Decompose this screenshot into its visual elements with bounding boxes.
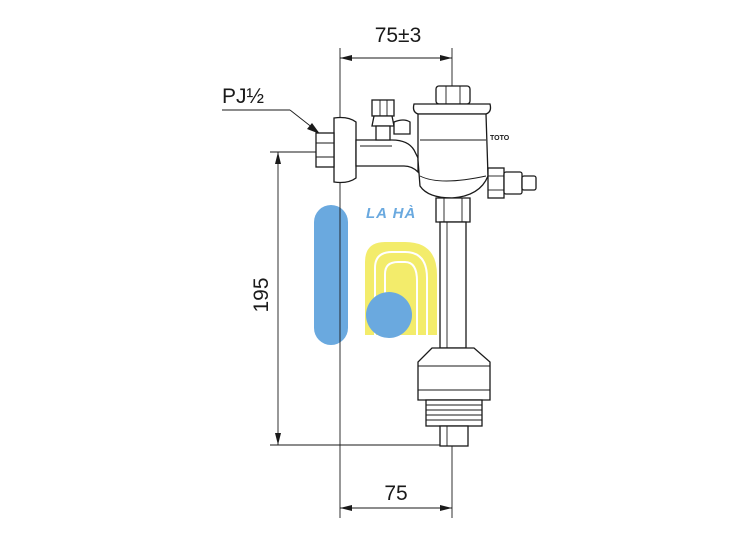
threaded-outlet xyxy=(425,399,483,447)
dimension-height: 195 xyxy=(250,151,452,446)
watermark-blue-bar xyxy=(314,205,348,345)
dimension-bottom-width: 75 xyxy=(339,345,453,518)
flush-handle xyxy=(487,167,537,199)
watermark-text: LA HÀ xyxy=(366,205,416,222)
watermark-logo: LA HÀ xyxy=(314,205,437,345)
flush-pipe xyxy=(439,221,467,349)
wall-flange xyxy=(333,116,357,184)
inlet-pipe xyxy=(355,139,419,174)
dimension-bottom-width-label: 75 xyxy=(384,482,407,505)
valve-top-cap xyxy=(435,85,471,105)
valve-main-body xyxy=(417,113,489,199)
watermark-blue-dot xyxy=(366,292,412,338)
thread-callout-label: PJ½ xyxy=(222,85,264,108)
dimension-top-width-label: 75±3 xyxy=(375,24,422,47)
dimension-top-width: 75±3 xyxy=(339,24,453,345)
inlet-nut xyxy=(315,132,335,168)
coupling-nut xyxy=(435,197,471,223)
thread-callout: PJ½ xyxy=(222,85,320,134)
brand-mark: TOTO xyxy=(490,135,510,142)
stop-valve-cap xyxy=(371,99,395,117)
flush-valve: TOTO xyxy=(315,85,537,447)
vacuum-breaker-housing xyxy=(417,347,491,401)
dimension-height-label: 195 xyxy=(250,277,273,312)
